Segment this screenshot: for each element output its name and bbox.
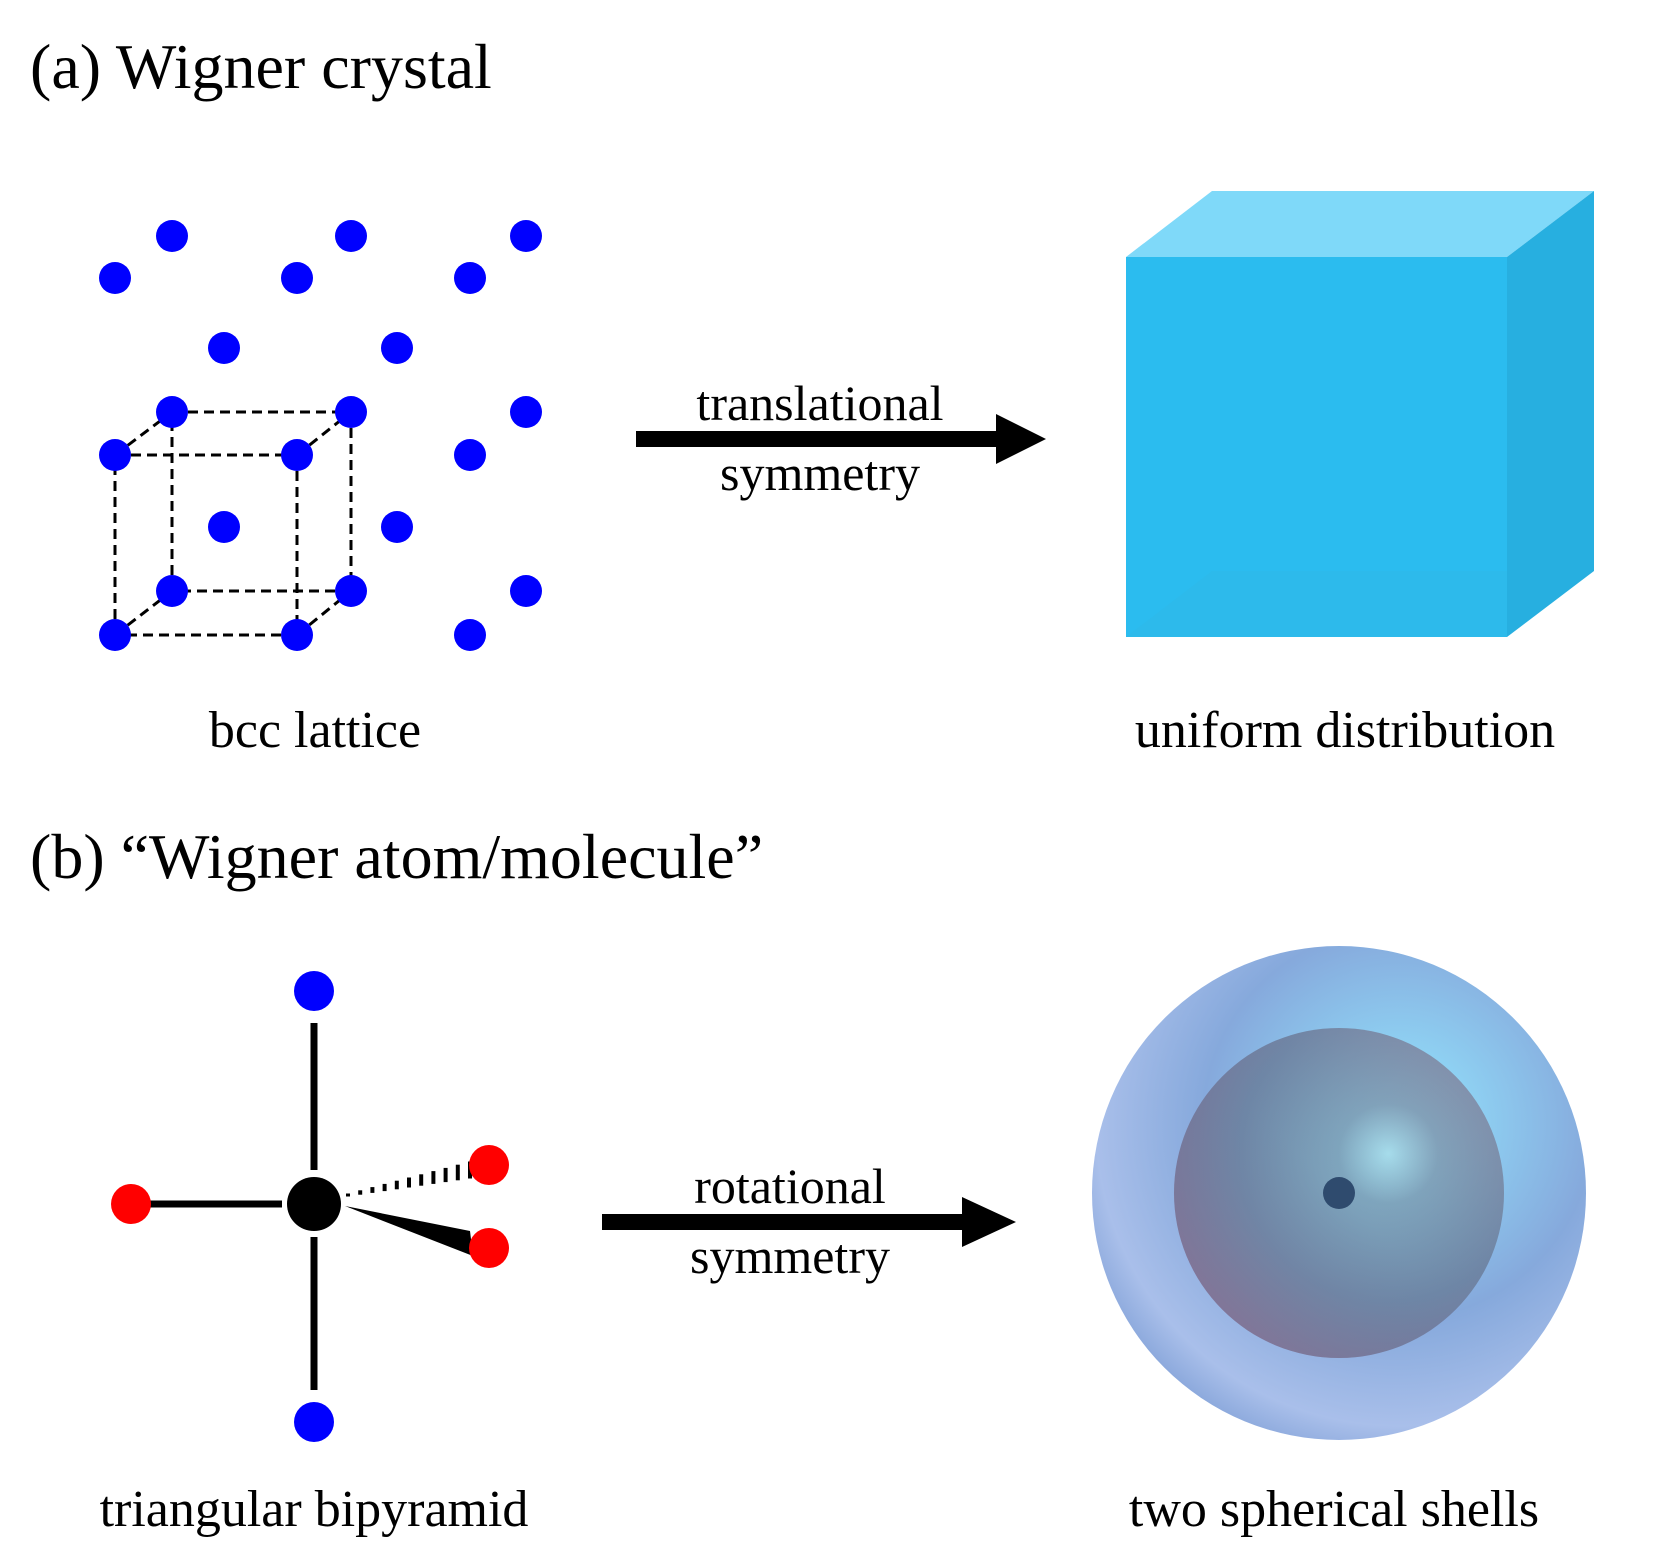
arrow-a-label-line1: translational <box>696 375 943 431</box>
lattice-point <box>281 439 313 471</box>
lattice-point <box>208 511 240 543</box>
equatorial-atom-left <box>111 1184 151 1224</box>
lattice-point <box>281 262 313 294</box>
bcc-lattice <box>99 220 542 651</box>
lattice-point <box>454 619 486 651</box>
cube-side-face <box>1507 191 1594 637</box>
lattice-point <box>454 439 486 471</box>
cube-front-face <box>1126 257 1507 637</box>
unit-cell-edge <box>296 589 352 637</box>
center-atom <box>287 1177 341 1231</box>
lattice-point <box>99 439 131 471</box>
lattice-point <box>381 511 413 543</box>
hashed-bond <box>346 1161 472 1197</box>
lattice-point <box>335 220 367 252</box>
lattice-point <box>208 332 240 364</box>
bcc-lattice-caption: bcc lattice <box>209 702 421 759</box>
lattice-point <box>156 396 188 428</box>
shells-caption: two spherical shells <box>1129 1481 1539 1538</box>
lattice-point <box>510 396 542 428</box>
triangular-bipyramid <box>111 971 509 1442</box>
cube-top-face <box>1126 191 1594 257</box>
axial-atom-top <box>294 971 334 1011</box>
lattice-point <box>454 262 486 294</box>
arrow-a-label-line2: symmetry <box>720 445 920 501</box>
spherical-shells <box>1092 946 1586 1440</box>
lattice-point <box>99 619 131 651</box>
unit-cell-edge <box>114 410 173 457</box>
cube-back-left <box>1126 571 1507 637</box>
bipyramid-caption: triangular bipyramid <box>100 1481 529 1538</box>
equatorial-atom-front <box>469 1228 509 1268</box>
lattice-points <box>99 220 542 651</box>
nucleus <box>1323 1177 1355 1209</box>
arrow-head <box>996 414 1046 464</box>
equatorial-atom-back <box>469 1145 509 1185</box>
translational-arrow <box>636 414 1046 464</box>
rotational-arrow <box>602 1197 1016 1247</box>
axial-atom-bottom <box>294 1402 334 1442</box>
section-a-heading: (a) Wigner crystal <box>30 31 492 102</box>
lattice-point <box>156 575 188 607</box>
lattice-point <box>156 220 188 252</box>
lattice-point <box>335 575 367 607</box>
lattice-point <box>510 220 542 252</box>
arrow-b-label-line2: symmetry <box>690 1228 890 1284</box>
arrow-shaft <box>636 431 1006 447</box>
lattice-point <box>281 619 313 651</box>
arrow-head <box>962 1197 1016 1247</box>
lattice-point <box>381 332 413 364</box>
unit-cell-edge <box>114 589 173 637</box>
lattice-point <box>99 262 131 294</box>
arrow-shaft <box>602 1214 972 1230</box>
arrow-b-label-line1: rotational <box>694 1158 886 1214</box>
lattice-point <box>335 396 367 428</box>
wedge-bond <box>345 1206 473 1256</box>
lattice-point <box>510 575 542 607</box>
uniform-distribution-caption: uniform distribution <box>1135 702 1555 759</box>
section-b-heading: (b) “Wigner atom/molecule” <box>30 821 763 892</box>
uniform-cube <box>1126 191 1594 637</box>
